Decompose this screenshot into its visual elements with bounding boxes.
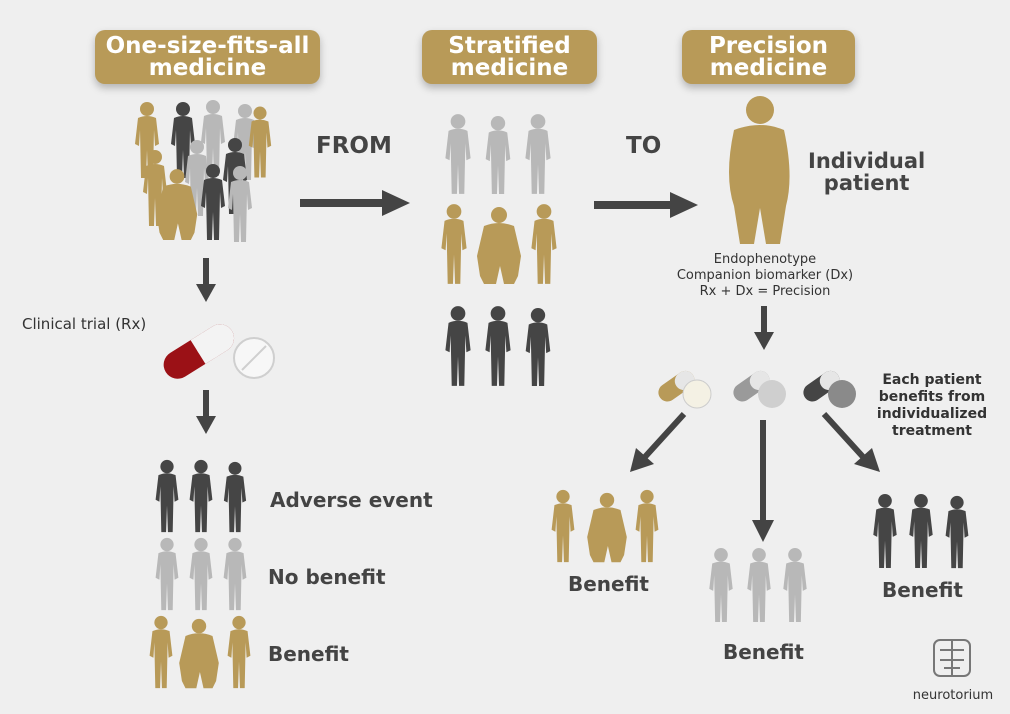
from-arrow-icon <box>300 190 410 216</box>
each-patient-line: individualized <box>876 406 988 422</box>
banner-line: Precision <box>708 33 829 59</box>
stratified-gold-group-icon <box>441 204 557 284</box>
biomarker-line: Rx + Dx = Precision <box>699 284 831 299</box>
each-patient-line: Each patient <box>882 372 982 388</box>
trial-down-arrow-icon <box>196 390 216 434</box>
precision-benefit-label-1: Benefit <box>568 572 649 596</box>
biomarker-text: Endophenotype Companion biomarker (Dx) R… <box>640 252 890 300</box>
gray-pill-pair-icon <box>733 370 786 408</box>
benefit-label: Benefit <box>268 642 349 666</box>
label-line: Individual <box>808 149 926 173</box>
precision-gold-group-icon <box>551 489 659 563</box>
precision-benefit-label-3: Benefit <box>882 578 963 602</box>
banner-line: medicine <box>148 55 267 81</box>
no-benefit-label: No benefit <box>268 565 386 589</box>
capsule-tablet-icon <box>163 324 275 379</box>
each-patient-text: Each patient benefits from individualize… <box>872 372 992 440</box>
clinical-trial-label: Clinical trial (Rx) <box>22 315 147 333</box>
to-arrow-icon <box>594 192 698 218</box>
each-patient-line: benefits from <box>878 389 986 405</box>
stratified-dark-group-icon <box>445 306 551 386</box>
banner-line: One-size-fits-all <box>105 33 310 59</box>
right-diagonal-arrow-icon <box>821 411 880 472</box>
adverse-event-label: Adverse event <box>270 488 433 512</box>
banner-line: medicine <box>450 55 569 81</box>
each-patient-line: treatment <box>892 423 972 439</box>
left-diagonal-arrow-icon <box>630 411 687 472</box>
adverse-event-group-icon <box>155 459 247 533</box>
no-benefit-group-icon <box>155 537 247 611</box>
banner-line: Stratified <box>448 33 571 59</box>
crowd-down-arrow-icon <box>196 258 216 302</box>
biomarker-line: Endophenotype <box>713 252 817 267</box>
precision-benefit-label-2: Benefit <box>723 640 804 664</box>
from-label: FROM <box>316 133 392 159</box>
center-down-arrow-icon <box>752 420 774 542</box>
down-arrow-icon <box>754 306 774 350</box>
biomarker-line: Companion biomarker (Dx) <box>676 268 854 283</box>
precision-gray-group-icon <box>709 547 807 623</box>
to-label: TO <box>626 133 662 159</box>
logo-text: neurotorium <box>912 688 994 703</box>
benefit-group-icon <box>149 615 251 689</box>
label-line: patient <box>823 171 910 195</box>
precision-dark-group-icon <box>873 493 969 569</box>
banner-line: medicine <box>709 55 828 81</box>
stratified-gray-group-icon <box>445 114 551 194</box>
gold-pill-pair-icon <box>658 370 712 409</box>
crowd-group-icon <box>135 100 272 242</box>
individual-patient-label: Individual patient <box>808 150 925 194</box>
dark-pill-pair-icon <box>803 370 856 408</box>
individual-patient-icon <box>729 96 790 244</box>
neurotorium-logo-icon <box>933 639 971 677</box>
